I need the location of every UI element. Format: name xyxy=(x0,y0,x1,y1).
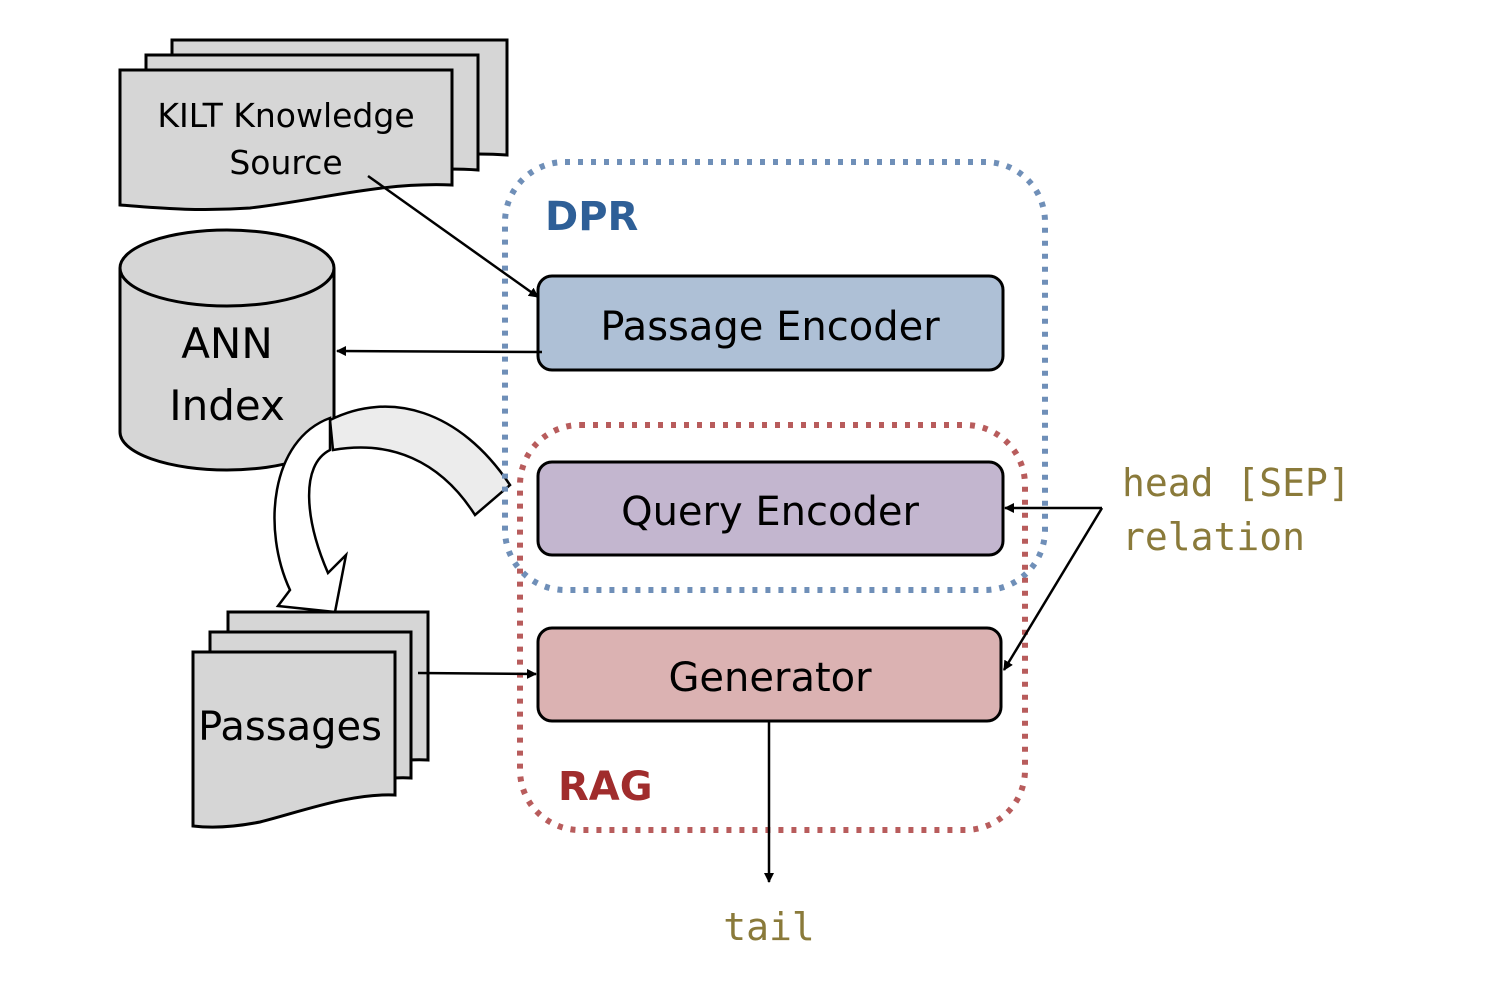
knowledge-source-label-line2: Source xyxy=(229,143,342,182)
passage-encoder-box: Passage Encoder xyxy=(536,274,1005,372)
input-label-line2: relation xyxy=(1122,515,1305,559)
knowledge-source-stack: KILT Knowledge Source xyxy=(118,38,509,211)
passage-encoder-rect xyxy=(536,274,1005,372)
output-label: tail xyxy=(723,905,815,949)
dpr-label: DPR xyxy=(545,194,638,240)
query-to-index-curved-arrow xyxy=(328,405,512,517)
generator-box: Generator xyxy=(536,626,1003,723)
index-to-passages-curved-arrow xyxy=(273,416,349,614)
query-encoder-label: Query Encoder xyxy=(621,489,919,535)
query-encoder-rect xyxy=(536,460,1005,557)
input-to-generator-arrow xyxy=(1002,507,1104,671)
passages-page-front xyxy=(191,650,397,829)
passage-encoder-label: Passage Encoder xyxy=(600,304,940,350)
passages-to-generator-arrow xyxy=(417,668,537,679)
ann-index-label-line2: Index xyxy=(169,381,285,430)
knowledge-source-label-line1: KILT Knowledge xyxy=(157,96,414,135)
ann-index-label-line1: ANN xyxy=(181,319,273,368)
dpr-boundary xyxy=(502,159,1048,593)
generator-label: Generator xyxy=(668,655,872,701)
input-label-line1: head [SEP] xyxy=(1122,461,1351,505)
rag-label: RAG xyxy=(558,764,653,810)
passages-stack: Passages xyxy=(191,610,430,829)
knowledge-source-page-front xyxy=(118,68,454,211)
ann-index-cylinder: ANN Index xyxy=(118,228,336,472)
source-to-passage-encoder-arrow xyxy=(367,174,539,299)
cylinder-top xyxy=(118,228,336,308)
passage-encoder-to-index-arrow xyxy=(336,346,543,357)
generator-rect xyxy=(536,626,1003,723)
passages-label: Passages xyxy=(198,704,382,750)
query-encoder-box: Query Encoder xyxy=(536,460,1005,557)
